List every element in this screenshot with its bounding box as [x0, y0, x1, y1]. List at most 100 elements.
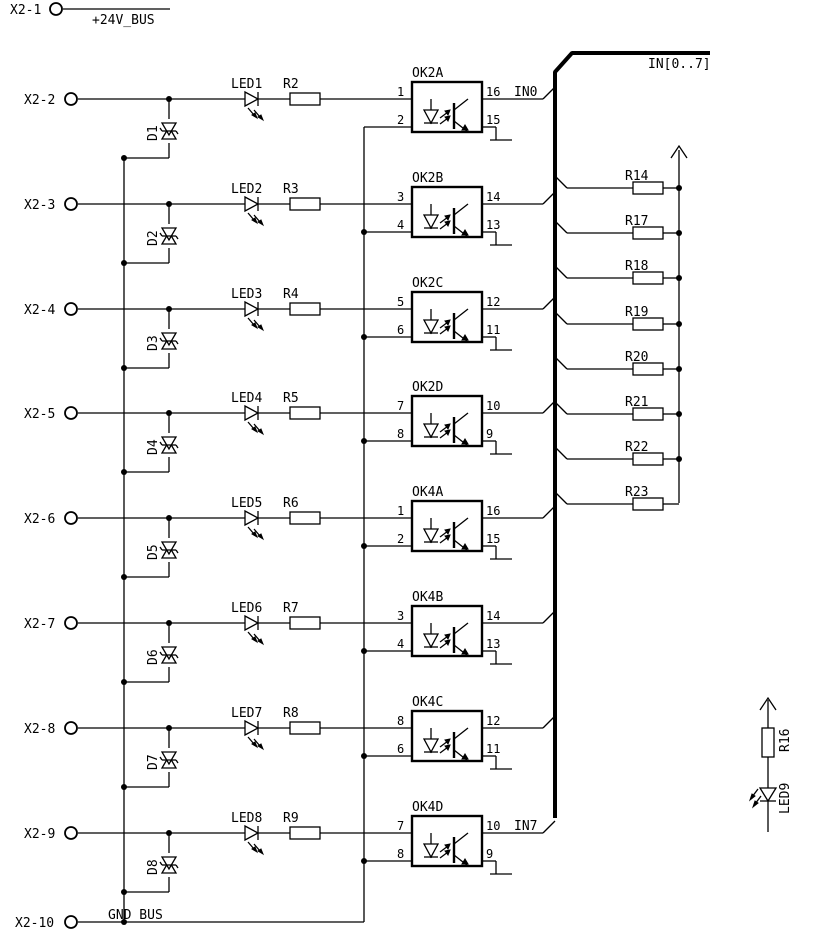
pin-cathode-label: 6: [397, 323, 404, 337]
pin-anode-label: 5: [397, 295, 404, 309]
pin-anode-label: 3: [397, 609, 404, 623]
pin-cathode-label: 6: [397, 742, 404, 756]
terminal-input[interactable]: [64, 511, 78, 525]
pullup-r17: R17: [554, 214, 682, 240]
led-label: LED7: [231, 706, 262, 721]
led-symbol: [244, 719, 260, 737]
pullup-label: R23: [625, 485, 648, 500]
diode-label: D4: [146, 439, 161, 455]
net-label-gnd-bus: GND_BUS: [108, 908, 163, 923]
terminal-x2-1[interactable]: [49, 2, 63, 16]
pullup-r20: R20: [554, 350, 682, 376]
optocoupler-body: [410, 604, 484, 658]
terminal-input-label: X2-3: [24, 198, 55, 213]
resistor-symbol: [289, 826, 321, 840]
pin-cathode-label: 8: [397, 847, 404, 861]
pin-emitter-label: 15: [486, 532, 500, 546]
optocoupler-body: [410, 814, 484, 868]
diode-label: D7: [146, 754, 161, 770]
diode-label: D3: [146, 335, 161, 351]
terminal-x2-1-label: X2-1: [10, 3, 41, 18]
pullup-r18: R18: [554, 259, 682, 285]
terminal-input-label: X2-4: [24, 303, 55, 318]
optocoupler-label: OK2A: [412, 66, 443, 81]
terminal-input[interactable]: [64, 826, 78, 840]
pin-collector-label: 12: [486, 295, 500, 309]
pullup-label: R19: [625, 305, 648, 320]
pullup-label: R21: [625, 395, 648, 410]
pin-anode-label: 3: [397, 190, 404, 204]
diode-label: D5: [146, 544, 161, 560]
gnd-bus-section: X2-10 GND_BUS: [15, 127, 365, 931]
net-label-24v-bus: +24V_BUS: [92, 13, 155, 28]
pin-emitter-label: 9: [486, 847, 493, 861]
optocoupler-label: OK4A: [412, 485, 443, 500]
pin-collector-label: 14: [486, 609, 500, 623]
led9-label: LED9: [778, 783, 793, 814]
resistor-symbol: [289, 721, 321, 735]
pullup-r21: R21: [554, 395, 682, 421]
pin-anode-label: 1: [397, 85, 404, 99]
pin-anode-label: 1: [397, 504, 404, 518]
pullup-label: R22: [625, 440, 648, 455]
diode-label: D2: [146, 230, 161, 246]
optocoupler-body: [410, 290, 484, 344]
pullup-r22: R22: [554, 440, 682, 466]
terminal-input[interactable]: [64, 92, 78, 106]
diode-label: D8: [146, 859, 161, 875]
terminal-input-label: X2-5: [24, 407, 55, 422]
input-bus: IN[0..7]: [553, 51, 711, 818]
terminal-x2-10[interactable]: [64, 915, 78, 929]
pullup-label: R14: [625, 169, 649, 184]
optocoupler-label: OK2D: [412, 380, 443, 395]
terminal-input-label: X2-2: [24, 93, 55, 108]
optocoupler-label: OK4B: [412, 590, 443, 605]
terminal-x2-10-label: X2-10: [15, 916, 54, 931]
led-symbol: [244, 195, 260, 213]
led-label: LED1: [231, 77, 262, 92]
net-label-in0: IN0: [514, 85, 537, 100]
led-label: LED8: [231, 811, 262, 826]
led-symbol: [244, 404, 260, 422]
resistor-label: R8: [283, 706, 299, 721]
diode-label: D1: [146, 125, 161, 141]
terminal-input[interactable]: [64, 197, 78, 211]
resistor-label: R4: [283, 287, 299, 302]
pin-cathode-label: 4: [397, 218, 404, 232]
terminal-input-label: X2-8: [24, 722, 55, 737]
pullup-r23: R23: [554, 485, 679, 511]
terminal-input[interactable]: [64, 616, 78, 630]
resistor-label: R9: [283, 811, 299, 826]
indicator-circuit: R16 LED9: [748, 696, 793, 832]
terminal-input-label: X2-6: [24, 512, 55, 527]
pin-emitter-label: 11: [486, 742, 500, 756]
terminal-input[interactable]: [64, 406, 78, 420]
led-label: LED4: [231, 391, 262, 406]
terminal-input[interactable]: [64, 721, 78, 735]
pin-cathode-label: 8: [397, 427, 404, 441]
pin-anode-label: 7: [397, 399, 404, 413]
led-label: LED3: [231, 287, 262, 302]
pin-collector-label: 10: [486, 819, 500, 833]
resistor-label: R6: [283, 496, 299, 511]
resistor-label: R5: [283, 391, 299, 406]
led-symbol: [244, 614, 260, 632]
terminal-input-label: X2-7: [24, 617, 55, 632]
pullup-label: R17: [625, 214, 648, 229]
pin-anode-label: 7: [397, 819, 404, 833]
resistor-label: R2: [283, 77, 299, 92]
resistor-r16: [761, 727, 775, 758]
terminal-input[interactable]: [64, 302, 78, 316]
pullup-r19: R19: [554, 305, 682, 331]
diode-label: D6: [146, 649, 161, 665]
pin-anode-label: 8: [397, 714, 404, 728]
net-label-in7: IN7: [514, 819, 537, 834]
resistor-symbol: [289, 302, 321, 316]
